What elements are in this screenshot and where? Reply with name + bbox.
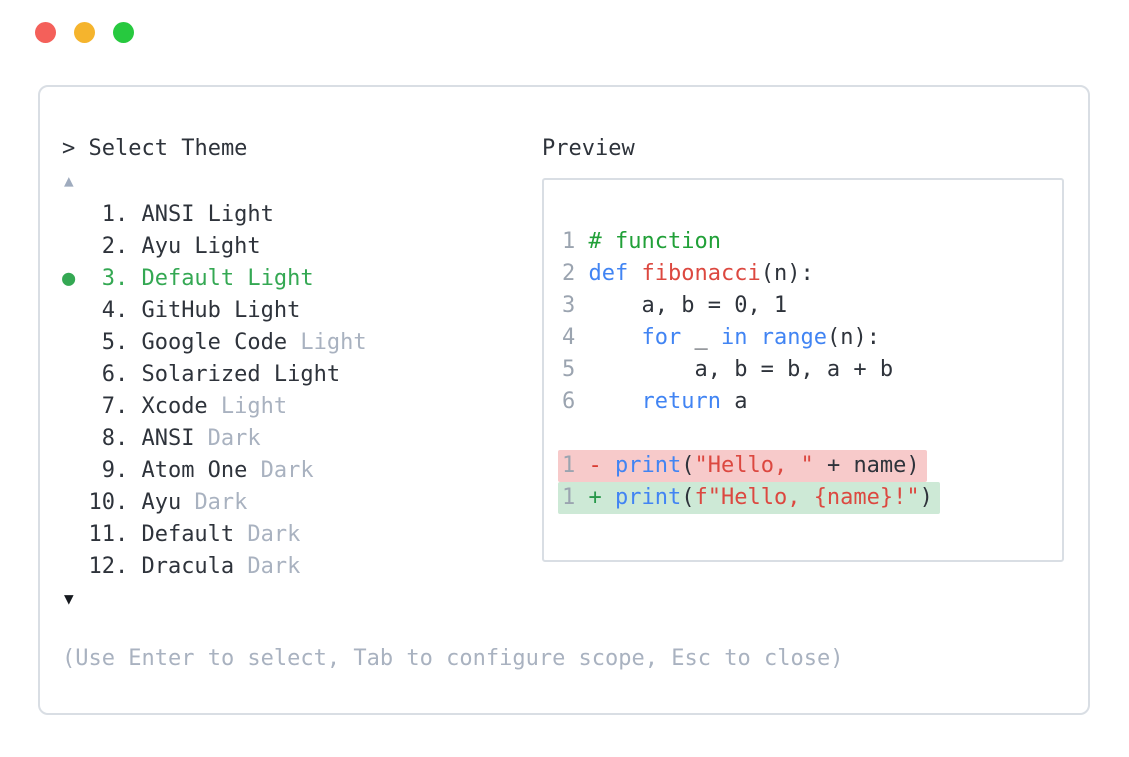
- code-token: for: [641, 325, 682, 350]
- theme-item-number: 1.: [101, 202, 129, 227]
- theme-list-item[interactable]: 8. ANSI Dark: [62, 423, 367, 455]
- theme-item-variant-muted: Dark: [247, 522, 301, 547]
- code-token: range: [760, 325, 827, 350]
- line-number: 6: [562, 389, 589, 414]
- code-token: # function: [588, 229, 721, 254]
- theme-item-number: 9.: [101, 458, 129, 483]
- theme-item-variant-muted: Dark: [194, 490, 248, 515]
- minimize-button-icon[interactable]: [74, 22, 95, 43]
- code-line: 5 a, b = b, a + b: [562, 354, 893, 386]
- theme-item-number: 4.: [101, 298, 129, 323]
- theme-item-name: Dracula: [141, 554, 235, 579]
- line-number: 2: [562, 261, 589, 286]
- line-number: 1: [562, 229, 589, 254]
- theme-item-name: ANSI Light: [141, 202, 274, 227]
- theme-item-number: 10.: [88, 490, 129, 515]
- theme-item-number: 7.: [101, 394, 129, 419]
- code-token: -: [588, 453, 615, 478]
- theme-item-name: Atom One: [141, 458, 248, 483]
- theme-list: 1. ANSI Light 2. Ayu Light ● 3. Default Light 4…: [62, 199, 367, 583]
- scroll-down-icon[interactable]: ▼: [64, 589, 74, 608]
- code-line: 4 for _ in range(n):: [562, 322, 880, 354]
- theme-picker-panel: > Select Theme ▲ 1. ANSI Light 2. Ayu Light…: [38, 85, 1090, 715]
- code-token: a: [720, 389, 748, 414]
- theme-list-item[interactable]: 1. ANSI Light: [62, 199, 367, 231]
- theme-item-name: GitHub Light: [141, 298, 301, 323]
- line-number: 3: [562, 293, 589, 318]
- theme-filter-prompt[interactable]: > Select Theme: [62, 136, 248, 161]
- theme-list-item[interactable]: 11. Default Dark: [62, 519, 367, 551]
- code-token: f"Hello, {name}!": [694, 485, 920, 510]
- theme-list-item[interactable]: 9. Atom One Dark: [62, 455, 367, 487]
- code-token: a, b = 0, 1: [588, 293, 788, 318]
- line-number: 5: [562, 357, 589, 382]
- theme-item-number: 6.: [101, 362, 129, 387]
- theme-item-name: Xcode: [141, 394, 208, 419]
- code-token: + name): [813, 453, 920, 478]
- code-token: print: [615, 453, 682, 478]
- theme-item-name: Google Code: [141, 330, 288, 355]
- theme-item-name: Solarized Light: [141, 362, 341, 387]
- theme-item-variant-muted: Light: [300, 330, 367, 355]
- theme-list-item[interactable]: 7. Xcode Light: [62, 391, 367, 423]
- theme-list-item[interactable]: ● 3. Default Light: [62, 263, 367, 295]
- scroll-up-icon[interactable]: ▲: [64, 171, 74, 190]
- selected-bullet-icon: ●: [62, 266, 76, 291]
- code-token: return: [641, 389, 721, 414]
- theme-item-number: 12.: [88, 554, 129, 579]
- code-token: (n):: [760, 261, 814, 286]
- theme-list-item[interactable]: 2. Ayu Light: [62, 231, 367, 263]
- theme-item-variant-muted: Dark: [207, 426, 261, 451]
- code-token: (: [681, 453, 695, 478]
- theme-item-name: Ayu: [141, 490, 182, 515]
- code-token: [747, 325, 760, 350]
- theme-item-number: 3.: [101, 266, 129, 291]
- code-token: fibonacci: [641, 261, 761, 286]
- theme-item-number: 5.: [101, 330, 129, 355]
- zoom-button-icon[interactable]: [113, 22, 134, 43]
- theme-item-variant-muted: Dark: [247, 554, 301, 579]
- theme-list-item[interactable]: 6. Solarized Light: [62, 359, 367, 391]
- line-number: 4: [562, 325, 589, 350]
- theme-item-variant-muted: Light: [220, 394, 288, 419]
- theme-item-name: Default Light: [141, 266, 314, 291]
- window-controls: [35, 22, 134, 43]
- line-number: 1: [562, 453, 589, 478]
- code-token: (: [681, 485, 695, 510]
- theme-list-item[interactable]: 5. Google Code Light: [62, 327, 367, 359]
- code-line: 3 a, b = 0, 1: [562, 290, 787, 322]
- code-token: print: [615, 485, 682, 510]
- line-number: 1: [562, 485, 589, 510]
- preview-title: Preview: [542, 136, 635, 161]
- code-token: (n):: [826, 325, 880, 350]
- code-token: a, b = b, a + b: [588, 357, 894, 382]
- code-token: [628, 261, 641, 286]
- diff-added-line: 1 + print(f"Hello, {name}!"): [558, 482, 940, 514]
- theme-item-number: 11.: [88, 522, 129, 547]
- theme-item-variant-muted: Dark: [260, 458, 314, 483]
- theme-list-item[interactable]: 12. Dracula Dark: [62, 551, 367, 583]
- code-token: def: [588, 261, 629, 286]
- code-token: [589, 389, 642, 414]
- code-token: in: [720, 325, 748, 350]
- code-token: +: [588, 485, 615, 510]
- theme-item-name: Default: [141, 522, 235, 547]
- keyboard-hint: (Use Enter to select, Tab to configure s…: [62, 646, 844, 671]
- diff-removed-line: 1 - print("Hello, " + name): [558, 450, 927, 482]
- code-token: "Hello, ": [694, 453, 814, 478]
- theme-item-number: 2.: [101, 234, 129, 259]
- close-button-icon[interactable]: [35, 22, 56, 43]
- code-token: ): [919, 485, 933, 510]
- code-line: 2 def fibonacci(n):: [562, 258, 814, 290]
- code-token: [589, 325, 642, 350]
- theme-list-item[interactable]: 4. GitHub Light: [62, 295, 367, 327]
- theme-item-name: Ayu Light: [141, 234, 261, 259]
- theme-list-item[interactable]: 10. Ayu Dark: [62, 487, 367, 519]
- code-token: _: [681, 325, 721, 350]
- theme-item-name: ANSI: [141, 426, 195, 451]
- code-line: 1 # function: [562, 226, 721, 258]
- theme-item-number: 8.: [101, 426, 129, 451]
- code-line: 6 return a: [562, 386, 747, 418]
